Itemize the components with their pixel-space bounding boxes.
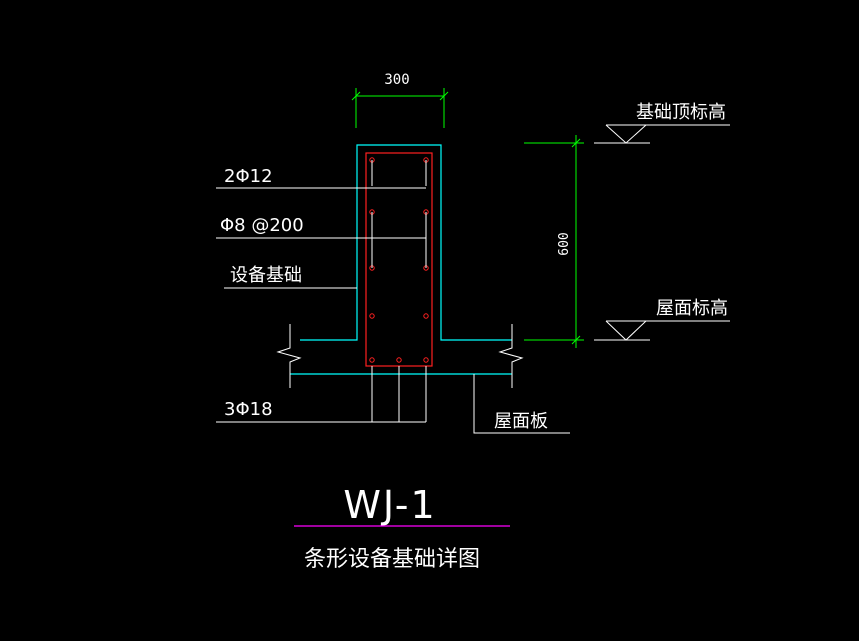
rebar-dot — [423, 313, 429, 319]
height-dimension-label: 600 — [557, 232, 572, 255]
leader-lines — [216, 187, 570, 434]
rebar-dot — [396, 357, 402, 363]
height-dimension — [524, 135, 584, 348]
bottom-bars-label: 3Φ18 — [224, 399, 273, 420]
drawing-code: WJ-1 — [343, 483, 436, 527]
rebar-cage — [365, 152, 433, 367]
roof-elevation-label: 屋面标高 — [656, 298, 728, 319]
rebar-dot — [369, 313, 375, 319]
foundation-top-elevation-label: 基础顶标高 — [636, 102, 726, 123]
stirrup-label: Φ8 @200 — [220, 215, 304, 236]
width-dimension-label: 300 — [384, 72, 409, 88]
foundation-top-elevation-marker — [594, 124, 730, 144]
rebar-inner-lines — [371, 160, 427, 268]
roof-elevation-marker — [594, 320, 730, 341]
rebar-dot — [423, 357, 429, 363]
rebar-dot — [369, 357, 375, 363]
top-bars-label: 2Φ12 — [224, 166, 273, 187]
foundation-outline — [290, 144, 512, 375]
drawing-caption: 条形设备基础详图 — [304, 547, 480, 572]
width-dimension — [351, 88, 449, 128]
break-line-left — [276, 324, 302, 388]
break-line-right — [498, 324, 524, 388]
equipment-foundation-label: 设备基础 — [230, 265, 302, 286]
roof-slab-label: 屋面板 — [494, 411, 548, 432]
